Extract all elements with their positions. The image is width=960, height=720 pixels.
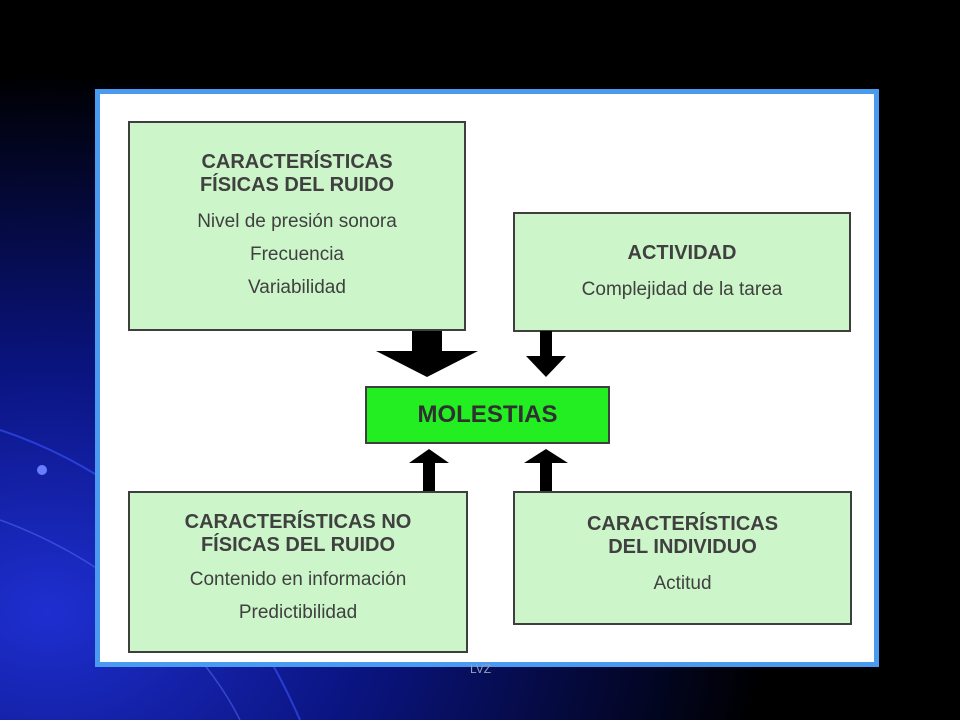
box-item: Actitud	[653, 573, 712, 594]
box-item: Nivel de presión sonora	[197, 211, 397, 232]
center-box-molestias: MOLESTIAS	[365, 386, 610, 444]
box-item: Contenido en información	[189, 569, 407, 590]
box-caracteristicas-no-fisicas: CARACTERÍSTICAS NO FÍSICAS DEL RUIDO Con…	[128, 491, 468, 653]
arrows	[376, 331, 568, 491]
box-item: Predictibilidad	[238, 602, 358, 623]
diagram-frame: CARACTERÍSTICAS FÍSICAS DEL RUIDO Nivel …	[95, 89, 879, 667]
box-caracteristicas-individuo: CARACTERÍSTICAS DEL INDIVIDUO Actitud	[513, 491, 852, 625]
box-title: ACTIVIDAD	[627, 242, 737, 264]
arrow-down-large	[376, 331, 478, 377]
box-caracteristicas-fisicas: CARACTERÍSTICAS FÍSICAS DEL RUIDO Nivel …	[128, 121, 466, 331]
footer-text: LVZ	[470, 662, 492, 676]
box-title: CARACTERÍSTICAS NO FÍSICAS DEL RUIDO	[184, 511, 412, 556]
box-title: CARACTERÍSTICAS DEL INDIVIDUO	[586, 513, 779, 558]
arrow-up-right	[524, 449, 568, 491]
box-actividad: ACTIVIDAD Complejidad de la tarea	[513, 212, 851, 332]
arrow-up-left	[409, 449, 449, 491]
box-title: CARACTERÍSTICAS FÍSICAS DEL RUIDO	[199, 151, 395, 196]
decorative-dot	[37, 465, 47, 475]
box-item: Variabilidad	[248, 277, 346, 298]
box-item: Complejidad de la tarea	[581, 279, 783, 300]
box-item: Frecuencia	[250, 244, 344, 265]
arrow-down-small	[526, 331, 566, 377]
